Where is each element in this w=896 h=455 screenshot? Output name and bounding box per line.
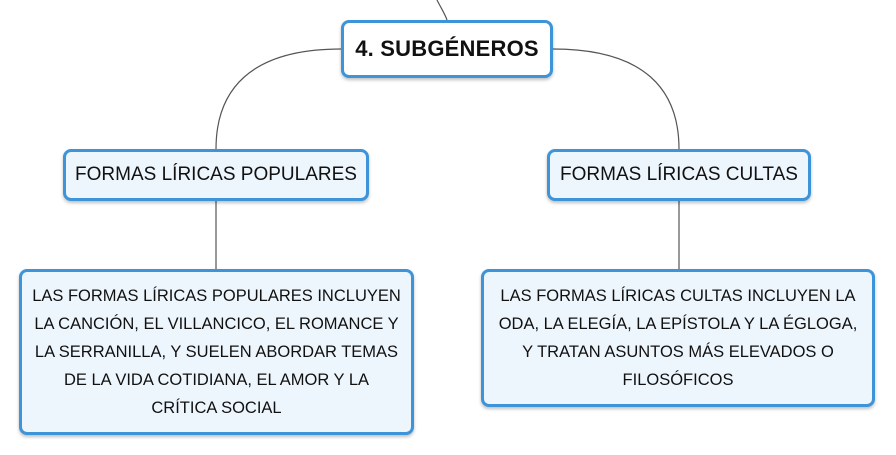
topic-formas-liricas-populares[interactable]: FORMAS LÍRICAS POPULARES (63, 149, 369, 201)
subtopic-cultas-detail[interactable]: LAS FORMAS LÍRICAS CULTAS INCLUYEN LA OD… (481, 269, 875, 407)
incoming-connector (436, 0, 448, 21)
subtopic-cultas-detail-text: LAS FORMAS LÍRICAS CULTAS INCLUYEN LA OD… (498, 287, 858, 389)
root-topic[interactable]: 4. SUBGÉNEROS (341, 20, 553, 78)
subtopic-populares-detail[interactable]: LAS FORMAS LÍRICAS POPULARES INCLUYEN LA… (19, 269, 414, 435)
root-topic-label: 4. SUBGÉNEROS (355, 36, 539, 61)
connector-root-to-cultas (552, 48, 680, 150)
topic-formas-liricas-cultas-label: FORMAS LÍRICAS CULTAS (560, 164, 798, 185)
topic-formas-liricas-populares-label: FORMAS LÍRICAS POPULARES (75, 164, 357, 185)
subtopic-populares-detail-text: LAS FORMAS LÍRICAS POPULARES INCLUYEN LA… (32, 287, 401, 417)
connector-root-to-popular (215, 48, 342, 150)
topic-formas-liricas-cultas[interactable]: FORMAS LÍRICAS CULTAS (547, 149, 811, 201)
